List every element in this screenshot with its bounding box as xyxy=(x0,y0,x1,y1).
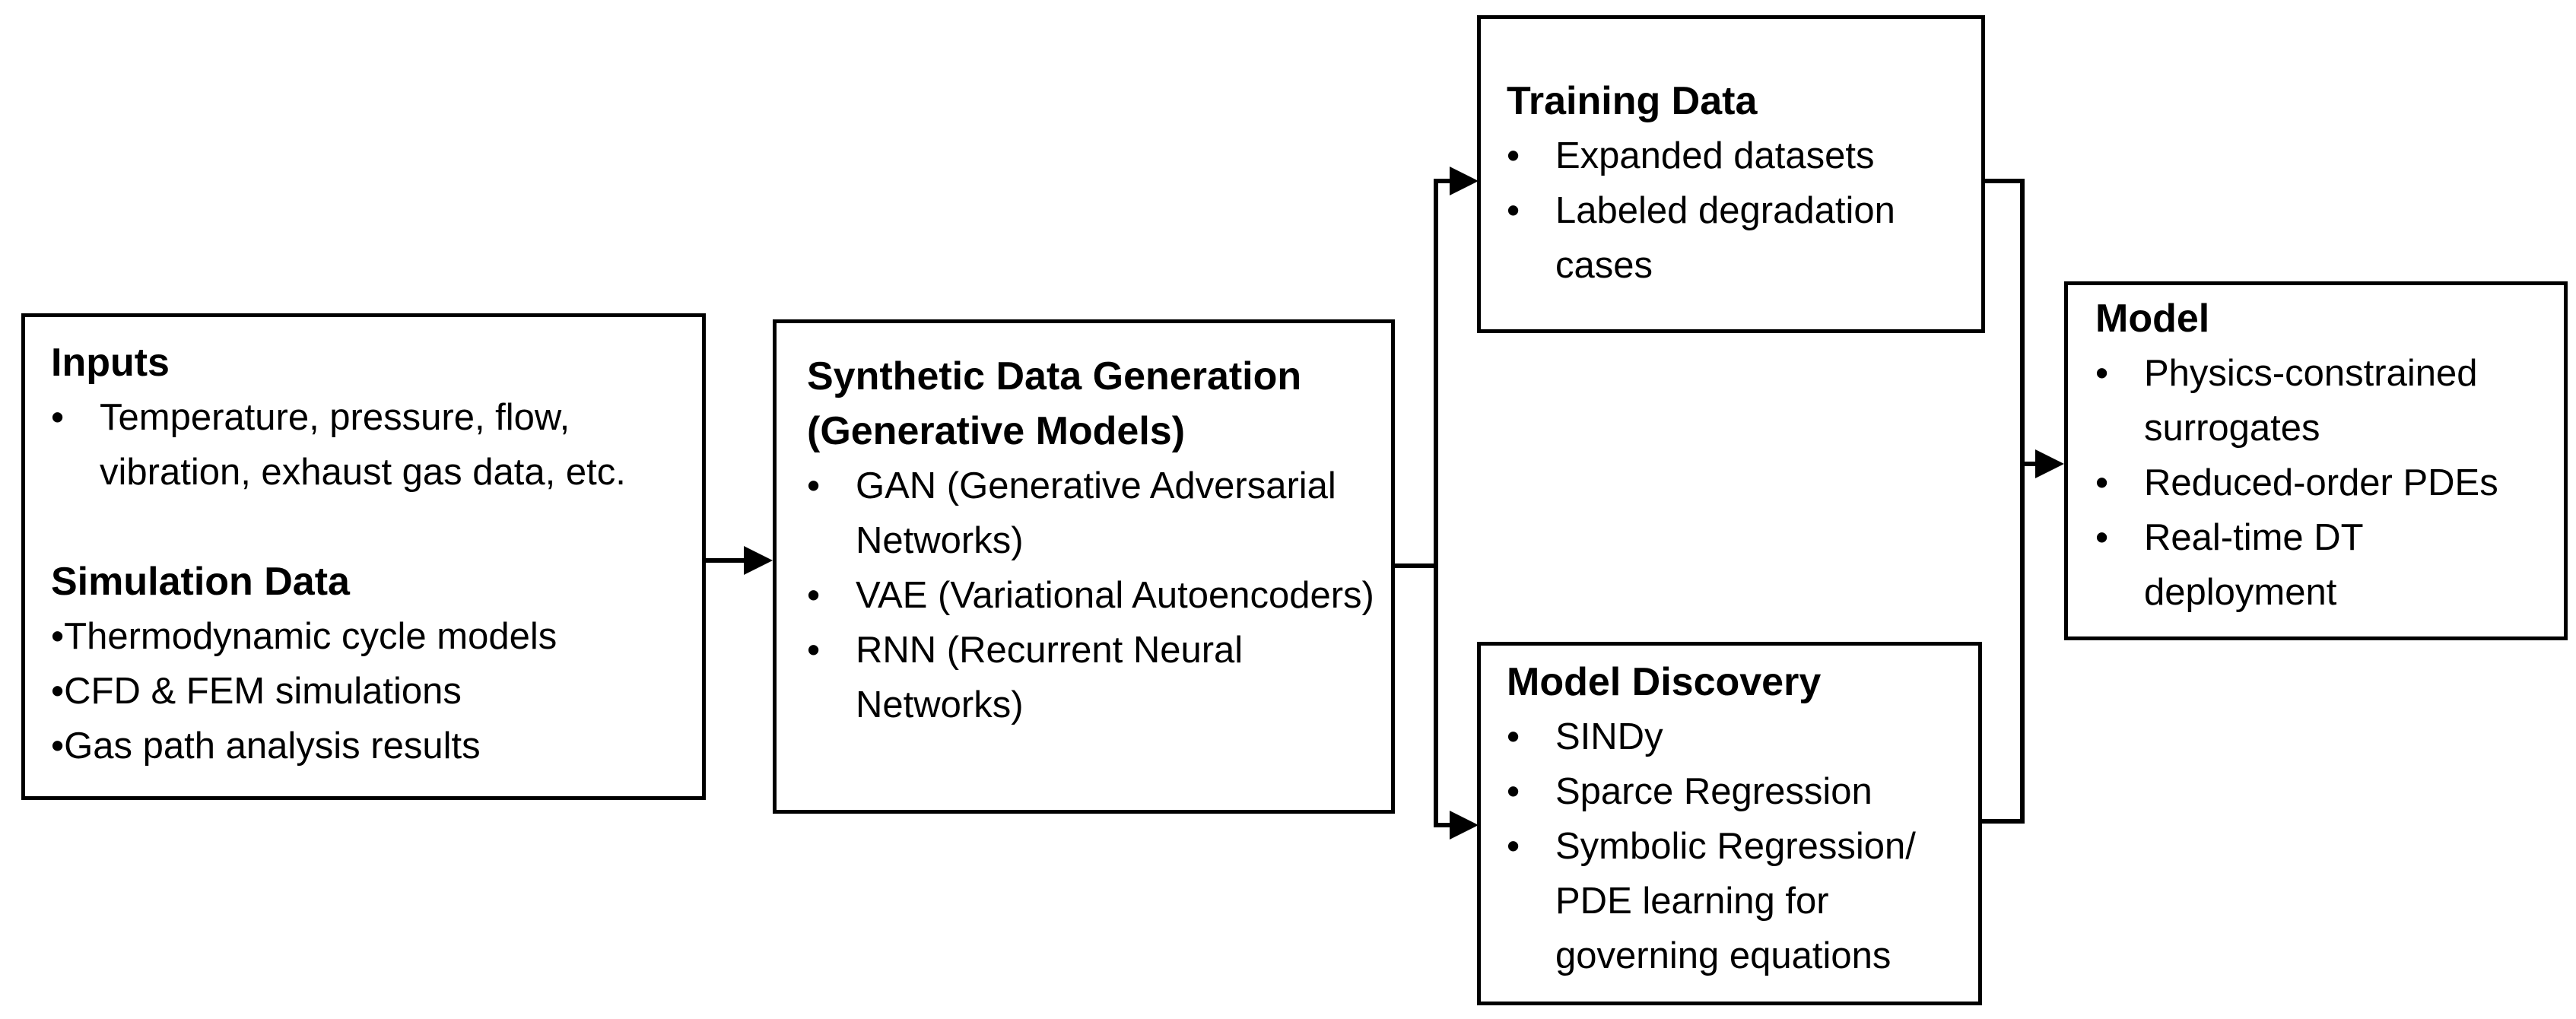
bullet-icon: • xyxy=(1507,826,1520,867)
list-item: • Temperature, pressure, flow, vibration… xyxy=(51,390,687,500)
list-item: • Expanded datasets xyxy=(1507,129,1968,183)
inputs-title: Inputs xyxy=(51,341,170,385)
bullet-icon: • xyxy=(807,630,821,671)
list-item: •Thermodynamic cycle models xyxy=(51,609,687,664)
bullet-icon: • xyxy=(1507,135,1520,176)
arrowhead-into-discovery-icon xyxy=(1450,811,1479,840)
synthetic-data-generation-title: Synthetic Data Generation (Generative Mo… xyxy=(807,354,1302,453)
bullet-icon: • xyxy=(51,397,65,438)
model-box: Model • Physics-constrained surrogates •… xyxy=(2064,281,2568,640)
list-item-text: Reduced-order PDEs xyxy=(2144,462,2498,503)
list-item-text: Gas path analysis results xyxy=(64,725,481,767)
list-item: • RNN (Recurrent Neural Networks) xyxy=(807,623,1374,732)
list-item-text: Symbolic Regression/ PDE learning for go… xyxy=(1555,826,1916,976)
list-item: • VAE (Variational Autoencoders) xyxy=(807,568,1374,623)
list-item: • Symbolic Regression/ PDE learning for … xyxy=(1507,819,1965,983)
synthetic-data-generation-box: Synthetic Data Generation (Generative Mo… xyxy=(773,319,1395,814)
training-data-box: Training Data • Expanded datasets • Labe… xyxy=(1477,15,1985,333)
list-item-text: VAE (Variational Autoencoders) xyxy=(856,575,1374,616)
connector-inputs-to-synthetic xyxy=(706,558,747,563)
inputs-section: Inputs • Temperature, pressure, flow, vi… xyxy=(51,335,687,500)
list-item: •CFD & FEM simulations xyxy=(51,664,687,719)
list-item: • Reduced-order PDEs xyxy=(2095,456,2550,510)
bullet-icon: • xyxy=(1507,716,1520,757)
bullet-icon: • xyxy=(2095,353,2109,394)
connector-into-model xyxy=(2020,462,2041,466)
list-item-text: GAN (Generative Adversarial Networks) xyxy=(856,465,1336,561)
bullet-icon: • xyxy=(2095,517,2109,558)
simulation-data-title: Simulation Data xyxy=(51,560,350,604)
model-title: Model xyxy=(2095,297,2210,341)
bullet-icon: • xyxy=(51,671,65,712)
list-item-text: SINDy xyxy=(1555,716,1663,757)
arrowhead-into-model-icon xyxy=(2035,449,2064,478)
list-item: •Gas path analysis results xyxy=(51,719,687,773)
bullet-icon: • xyxy=(1507,771,1520,812)
inputs-box: Inputs • Temperature, pressure, flow, vi… xyxy=(21,313,706,800)
bullet-icon: • xyxy=(51,725,65,767)
list-item-text: Sparce Regression xyxy=(1555,771,1872,812)
list-item: • Physics-constrained surrogates xyxy=(2095,346,2550,456)
list-item: • GAN (Generative Adversarial Networks) xyxy=(807,459,1374,568)
bullet-icon: • xyxy=(2095,462,2109,503)
list-item-text: Temperature, pressure, flow, vibration, … xyxy=(100,397,626,493)
list-item: • SINDy xyxy=(1507,709,1965,764)
connector-branch-to-training xyxy=(1434,179,1453,183)
connector-discovery-out xyxy=(1982,819,2025,824)
arrowhead-into-synthetic-icon xyxy=(744,546,773,575)
arrowhead-into-training-icon xyxy=(1450,167,1479,195)
bullet-icon: • xyxy=(1507,190,1520,231)
list-item: • Labeled degradation cases xyxy=(1507,183,1968,293)
training-data-title: Training Data xyxy=(1507,79,1758,123)
model-discovery-title: Model Discovery xyxy=(1507,660,1822,704)
bullet-icon: • xyxy=(807,465,821,506)
connector-training-out xyxy=(1985,179,2025,183)
list-item-text: Labeled degradation cases xyxy=(1555,190,1895,286)
list-item-text: Thermodynamic cycle models xyxy=(64,616,557,657)
list-item-text: Physics-constrained surrogates xyxy=(2144,353,2478,449)
connector-branch-vertical xyxy=(1434,179,1438,827)
bullet-icon: • xyxy=(51,616,65,657)
model-discovery-box: Model Discovery • SINDy • Sparce Regress… xyxy=(1477,642,1982,1005)
list-item-text: Real-time DT deployment xyxy=(2144,517,2363,613)
simulation-data-section: Simulation Data •Thermodynamic cycle mod… xyxy=(51,554,687,773)
list-item-text: Expanded datasets xyxy=(1555,135,1875,176)
list-item: • Sparce Regression xyxy=(1507,764,1965,819)
list-item-text: RNN (Recurrent Neural Networks) xyxy=(856,630,1244,725)
list-item: • Real-time DT deployment xyxy=(2095,510,2550,620)
connector-merge-vertical xyxy=(2020,179,2025,824)
connector-synthetic-out xyxy=(1395,563,1438,568)
list-item-text: CFD & FEM simulations xyxy=(64,671,462,712)
bullet-icon: • xyxy=(807,575,821,616)
connector-branch-to-discovery xyxy=(1434,823,1453,827)
